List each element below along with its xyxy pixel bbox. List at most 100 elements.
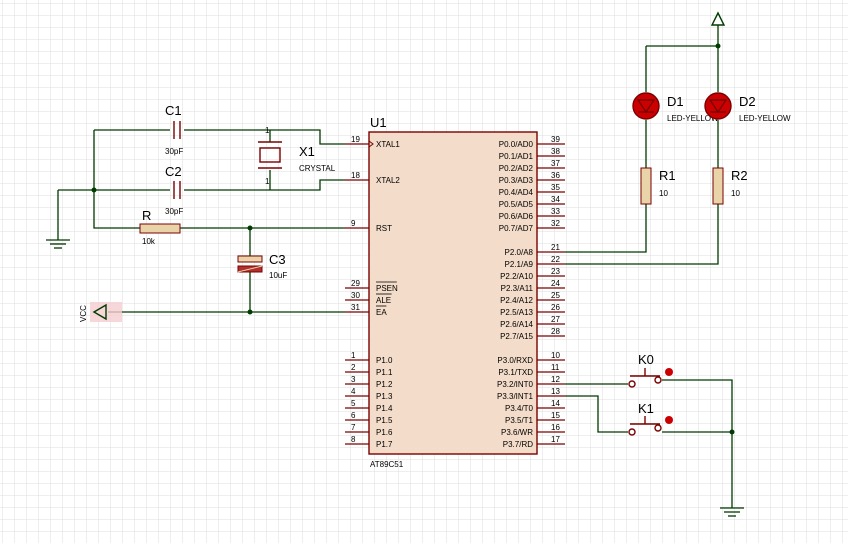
pushbutton-k0[interactable]: K0 — [628, 352, 673, 388]
pin-name: RST — [376, 224, 392, 233]
chip-pin-left[interactable]: 6P1.5 — [345, 411, 393, 425]
vcc-terminal[interactable]: VCC — [79, 302, 122, 322]
led-d1[interactable]: D1 LED-YELLOW — [632, 92, 719, 123]
chip-part: AT89C51 — [370, 460, 404, 469]
chip-pin-left[interactable]: 5P1.4 — [345, 399, 393, 413]
svg-text:1: 1 — [265, 126, 270, 135]
pin-name: ALE — [376, 296, 391, 305]
pin-number: 14 — [551, 399, 560, 408]
capacitor-c3[interactable]: C3 10uF — [237, 252, 287, 280]
resistor-r1[interactable]: R1 10 — [640, 167, 676, 205]
pin-name: P1.1 — [376, 368, 393, 377]
pin-name: P0.2/AD2 — [499, 164, 534, 173]
pin-number: 37 — [551, 159, 560, 168]
pin-number: 25 — [551, 291, 560, 300]
resistor-r2[interactable]: R2 10 — [712, 167, 748, 205]
pin-number: 28 — [551, 327, 560, 336]
c2-value: 30pF — [165, 207, 183, 216]
pin-name: P2.3/A11 — [501, 284, 534, 293]
crystal-x1[interactable]: 1 1 X1 CRYSTAL — [258, 126, 336, 186]
chip-pin-left[interactable]: 1P1.0 — [345, 351, 393, 365]
power-terminal-icon[interactable] — [710, 11, 726, 26]
pin-number: 1 — [351, 351, 356, 360]
r-value: 10k — [142, 237, 156, 246]
pin-number: 27 — [551, 315, 560, 324]
resistor-r[interactable]: R 10k — [139, 208, 181, 246]
chip-u1[interactable]: U1 AT89C51 19XTAL118XTAL29RST29PSEN30ALE… — [345, 115, 565, 469]
capacitor-c1[interactable]: C1 30pF — [165, 103, 183, 156]
led-d2[interactable]: D2 LED-YELLOW — [704, 92, 791, 123]
k0-ref: K0 — [638, 352, 654, 367]
chip-pin-left[interactable]: 3P1.2 — [345, 375, 393, 389]
x1-value: CRYSTAL — [299, 164, 336, 173]
pin-name: P2.4/A12 — [500, 296, 533, 305]
chip-pin-left[interactable]: 4P1.3 — [345, 387, 393, 401]
pin-name: P0.0/AD0 — [499, 140, 534, 149]
c3-ref: C3 — [269, 252, 286, 267]
pin-name: P3.6/WR — [501, 428, 533, 437]
pin-name: P2.1/A9 — [505, 260, 534, 269]
pin-name: P3.2/INT0 — [497, 380, 534, 389]
pin-number: 18 — [351, 171, 360, 180]
pin-name: EA — [376, 308, 387, 317]
pin-number: 33 — [551, 207, 560, 216]
x1-ref: X1 — [299, 144, 315, 159]
pin-name: PSEN — [376, 284, 398, 293]
pin-number: 34 — [551, 195, 560, 204]
vcc-label: VCC — [79, 305, 88, 322]
pin-number: 29 — [351, 279, 360, 288]
pin-number: 30 — [351, 291, 360, 300]
pin-name: P1.7 — [376, 440, 393, 449]
pin-number: 6 — [351, 411, 356, 420]
chip-pin-left[interactable]: 2P1.1 — [345, 363, 393, 377]
pin-name: P1.4 — [376, 404, 393, 413]
pin-number: 22 — [551, 255, 560, 264]
capacitor-c2[interactable]: C2 30pF — [165, 164, 183, 216]
pin-number: 11 — [551, 363, 560, 372]
r1-value: 10 — [659, 189, 668, 198]
chip-pin-left[interactable]: 8P1.7 — [345, 435, 393, 449]
pushbutton-k1[interactable]: K1 — [628, 401, 673, 436]
pin-name: P1.6 — [376, 428, 393, 437]
r2-value: 10 — [731, 189, 740, 198]
pin-number: 32 — [551, 219, 560, 228]
pin-name: P2.0/A8 — [505, 248, 534, 257]
c1-ref: C1 — [165, 103, 182, 118]
pin-name: P3.1/TXD — [498, 368, 533, 377]
pin-name: P2.6/A14 — [500, 320, 533, 329]
chip-pin-left[interactable]: 7P1.6 — [345, 423, 393, 437]
pin-number: 2 — [351, 363, 356, 372]
